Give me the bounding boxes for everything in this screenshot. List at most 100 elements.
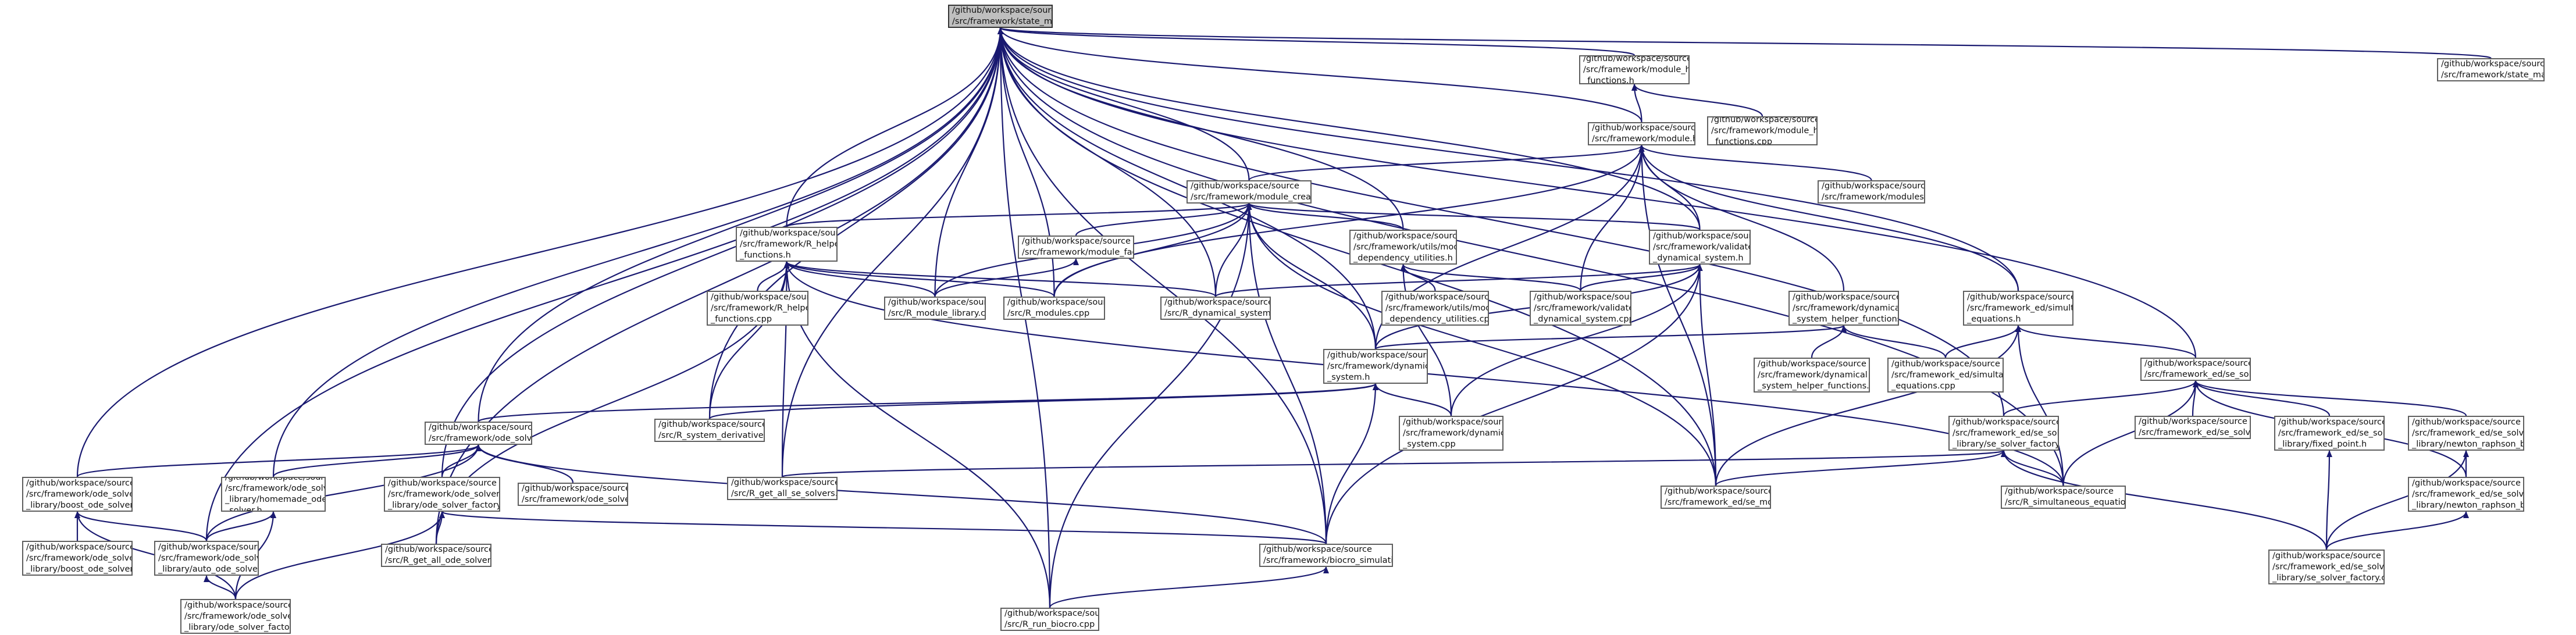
file-node-ode-solver[interactable]: /github/workspace/source/src/framework/o… — [425, 422, 532, 445]
file-node-module-helper-cpp[interactable]: /github/workspace/source/src/framework/m… — [1707, 116, 1818, 145]
edge-fi-run-biocro-to-fi-helper — [783, 261, 1051, 608]
edge-fi-module-library-to-fi-helper — [783, 261, 936, 297]
file-node-simultaneous-eq[interactable]: /github/workspace/source/src/framework_e… — [1963, 291, 2073, 326]
file-node-label-line: /github/workspace/source — [1191, 181, 1299, 191]
file-node-boost-ode-solvers[interactable]: /github/workspace/source/src/framework/o… — [22, 477, 133, 512]
edge-se-solver-factory-to-se-solver — [2003, 380, 2199, 416]
file-node-dynamical-system[interactable]: /github/workspace/source/src/framework/d… — [1323, 349, 1428, 384]
file-node-fi-system-derivatives[interactable]: /github/workspace/source/src/R_system_de… — [654, 419, 765, 442]
file-node-ds-helper-cpp[interactable]: /github/workspace/source/src/framework/d… — [1754, 358, 1870, 393]
file-node-homemade-ode-solver[interactable]: /github/workspace/source/src/framework/o… — [221, 477, 326, 512]
file-node-label-line: _library/homemade_ode — [225, 495, 326, 504]
file-node-label-line: _dependency_utilities.h — [1353, 253, 1453, 263]
file-node-ode-solver-factory[interactable]: /github/workspace/source/src/framework/o… — [384, 477, 500, 512]
file-node-ode-solver-factory-cpp[interactable]: /github/workspace/source/src/framework/o… — [180, 599, 291, 634]
file-node-fi-get-all-ode-solvers[interactable]: /github/workspace/source/src/R_get_all_o… — [381, 544, 491, 567]
file-node-module-creator[interactable]: /github/workspace/source/src/framework/m… — [1187, 180, 1312, 204]
file-node-label-line: _functions.h — [1583, 76, 1634, 84]
file-node-label-line: _functions.cpp — [711, 314, 772, 324]
file-node-label-line: /github/workspace/source — [2412, 478, 2521, 488]
file-node-fi-run-biocro[interactable]: /github/workspace/source/src/R_run_biocr… — [1000, 608, 1099, 631]
edge-fi-get-all-se-solvers-to-se-solver-factory — [781, 450, 2006, 478]
file-node-label-line: /github/workspace/source — [1327, 350, 1428, 360]
file-node-se-solver-cpp[interactable]: /github/workspace/source/src/framework_e… — [2135, 416, 2251, 439]
file-node-validate-ds[interactable]: /github/workspace/source/src/framework/v… — [1649, 230, 1751, 265]
file-node-label-line: /github/workspace/source — [225, 477, 326, 482]
file-node-fi-dynamical-system[interactable]: /github/workspace/source/src/R_dynamical… — [1160, 297, 1271, 320]
file-node-label-line: /github/workspace/source — [429, 423, 532, 432]
edge-fi-get-all-se-solvers-to-state-map — [781, 27, 1003, 477]
file-node-label-line: /src/R_system_derivatives.cpp — [658, 431, 764, 440]
file-node-boost-ode-solvers-cpp[interactable]: /github/workspace/source/src/framework/o… — [22, 541, 133, 576]
edge-auto-ode-solver-to-ode-solver — [205, 444, 482, 541]
file-node-label-line: /src/R_module_library.cpp — [888, 309, 986, 318]
file-node-dependency-utilities[interactable]: /github/workspace/source/src/framework/u… — [1349, 230, 1457, 265]
file-node-label-line: _library/se_solver_factory.h — [1953, 439, 2059, 449]
edge-fi-module-library-to-state-map — [934, 27, 1003, 297]
file-node-label-line: /src/framework/state_map.h — [952, 17, 1053, 26]
file-node-label-line: _system.h — [1327, 372, 1370, 382]
file-node-newton-backtrack[interactable]: /github/workspace/source/src/framework_e… — [2408, 477, 2524, 512]
file-node-label-line: /src/framework_ed/se_solver — [2412, 428, 2524, 438]
edge-simultaneous-eq-cpp-to-simultaneous-eq — [1944, 325, 2021, 358]
edge-fi-system-derivatives-to-fi-helper — [708, 261, 790, 419]
file-node-label-line: _functions.h — [740, 250, 791, 260]
file-node-fi-module-library[interactable]: /github/workspace/source/src/R_module_li… — [884, 297, 986, 320]
file-node-ode-solver-cpp[interactable]: /github/workspace/source/src/framework/o… — [518, 483, 628, 506]
edge-fi-get-all-ode-solvers-to-state-map — [435, 27, 1003, 544]
file-node-label-line: /github/workspace/source — [1164, 298, 1271, 307]
file-node-ds-helper[interactable]: /github/workspace/source/src/framework/d… — [1788, 291, 1899, 326]
file-node-label-line: /src/framework/R_helper — [740, 239, 838, 249]
file-node-se-solver-factory[interactable]: /github/workspace/source/src/framework_e… — [1948, 416, 2059, 451]
file-node-se-solver[interactable]: /github/workspace/source/src/framework_e… — [2140, 358, 2251, 381]
file-node-module[interactable]: /github/workspace/source/src/framework/m… — [1588, 122, 1695, 145]
edge-validate-ds-cpp-to-validate-ds — [1580, 264, 1703, 291]
file-node-modules-cpp[interactable]: /github/workspace/source/src/framework/m… — [1818, 180, 1925, 204]
edge-ds-helper-to-module — [1638, 145, 1845, 291]
file-node-biocro-simulation[interactable]: /github/workspace/source/src/framework/b… — [1259, 544, 1393, 567]
edge-biocro-simulation-to-validate-ds — [1325, 264, 1703, 544]
file-node-label-line: /src/framework/state_map.cpp — [2441, 70, 2543, 80]
edge-boost-ode-solvers-to-state-map — [76, 27, 1003, 477]
file-node-label-line: /github/workspace/source — [522, 484, 628, 493]
file-node-dynamical-system-cpp[interactable]: /github/workspace/source/src/framework/d… — [1399, 416, 1503, 451]
file-node-label-line: _library/fixed_point.h — [2278, 439, 2367, 449]
edge-se-solver-to-simultaneous-eq — [2015, 325, 2197, 358]
file-node-label-line: /github/workspace/source — [2005, 487, 2114, 496]
file-node-fixed-point[interactable]: /github/workspace/source/src/framework_e… — [2274, 416, 2385, 451]
file-node-label-line: /src/framework/validate — [1534, 303, 1631, 313]
file-node-newton-boost[interactable]: /github/workspace/source/src/framework_e… — [2408, 416, 2524, 451]
file-node-fi-helper[interactable]: /github/workspace/source/src/framework/R… — [736, 227, 838, 262]
file-node-label-line: /github/workspace/source — [1793, 292, 1899, 302]
file-node-state-map[interactable]: /github/workspace/source/src/framework/s… — [948, 5, 1053, 28]
file-node-state-map-cpp[interactable]: /github/workspace/source/src/framework/s… — [2437, 58, 2545, 81]
file-node-fi-simultaneous-eq[interactable]: /github/workspace/source/src/R_simultane… — [2001, 486, 2126, 509]
file-node-auto-ode-solver[interactable]: /github/workspace/source/src/framework/o… — [154, 541, 259, 576]
file-node-label-line: /src/framework_ed/se_solver — [2412, 489, 2524, 499]
file-node-se-solver-factory-cpp[interactable]: /github/workspace/source/src/framework_e… — [2268, 550, 2385, 584]
file-node-label-line: /github/workspace/source — [1403, 417, 1503, 427]
file-node-validate-ds-cpp[interactable]: /github/workspace/source/src/framework/v… — [1530, 291, 1631, 326]
edge-simultaneous-eq-to-module — [1638, 145, 2019, 291]
file-node-fi-modules[interactable]: /github/workspace/source/src/R_modules.c… — [1003, 297, 1105, 320]
file-node-simultaneous-eq-cpp[interactable]: /github/workspace/source/src/framework_e… — [1887, 358, 2004, 393]
file-node-label-line: /github/workspace/source — [1583, 55, 1690, 63]
file-node-module-factory[interactable]: /github/workspace/source/src/framework/m… — [1018, 236, 1134, 259]
file-node-ed-se-module[interactable]: /github/workspace/source/src/framework_e… — [1661, 486, 1771, 509]
file-node-label-line: /github/workspace/source — [1953, 417, 2059, 427]
file-node-dependency-utilities-cpp[interactable]: /github/workspace/source/src/framework/u… — [1381, 291, 1489, 326]
file-node-label-line: /src/framework/modules.cpp — [1822, 192, 1924, 202]
file-node-label-line: /github/workspace/source — [1653, 231, 1750, 241]
file-node-label-line: /src/framework_ed/se_module.h — [1665, 498, 1770, 507]
file-node-label-line: /src/R_get_all_se_solvers.cpp — [731, 489, 838, 498]
file-node-label-line: /src/framework_ed/simultaneous — [1967, 303, 2073, 313]
edge-fi-simultaneous-eq-to-state-map — [997, 27, 2064, 486]
file-node-module-helper[interactable]: /github/workspace/source/src/framework/m… — [1579, 55, 1690, 84]
file-node-label-line: /src/framework/ode_solver.cpp — [522, 495, 627, 504]
file-node-label-line: /github/workspace/source — [1385, 292, 1489, 302]
file-node-fi-get-all-se-solvers[interactable]: /github/workspace/source/src/R_get_all_s… — [727, 477, 838, 500]
edge-validate-ds-to-state-map — [997, 27, 1701, 230]
file-node-fi-helper-cpp[interactable]: /github/workspace/source/src/framework/R… — [707, 291, 808, 326]
file-node-label-line: /github/workspace/source — [1263, 545, 1372, 554]
